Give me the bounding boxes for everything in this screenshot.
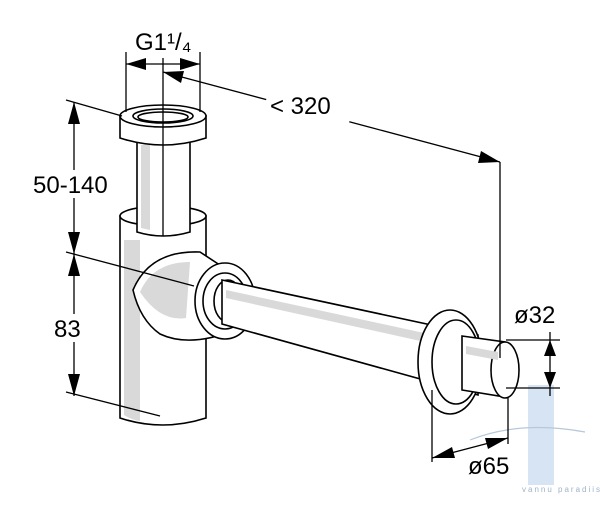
pipe-diameter-label: ø32	[514, 302, 555, 329]
bottle-shade	[124, 240, 140, 421]
rosette-arrow-right	[485, 438, 508, 449]
lower-ext-bottom	[65, 391, 161, 417]
pipe-end-shade	[466, 346, 498, 360]
outlet-elbow-shade	[140, 262, 190, 319]
pipe-shade	[226, 290, 470, 352]
rosette-arrow-left	[432, 447, 455, 458]
thread-label: G1¹/₄	[135, 29, 191, 56]
watermark-text: vannu paradiis	[522, 485, 600, 494]
watermark-swoosh	[469, 426, 586, 441]
height-ext-mid	[65, 251, 195, 287]
thread-arrow-right	[180, 58, 200, 70]
lower-arrow-bottom	[68, 374, 80, 396]
siphon-body	[119, 104, 256, 426]
lower-arrow-top	[68, 254, 80, 276]
dimension-labels: G1¹/₄ < 320 50-140 83 ø32 ø65	[33, 28, 555, 480]
watermark-bar	[528, 385, 554, 485]
thread-arrow-left	[126, 58, 146, 70]
height-range-label: 50-140	[33, 172, 108, 199]
dimension-lines	[65, 52, 560, 462]
dip-tube-shade	[141, 145, 150, 230]
height-ext-top	[65, 99, 123, 117]
rosette-diameter-label: ø65	[468, 453, 509, 480]
length-arrow-start	[163, 71, 184, 83]
height-lower-label: 83	[54, 316, 81, 343]
height-arrow-bottom	[68, 232, 80, 254]
pipe-arrow-bottom	[544, 372, 556, 388]
length-label: < 320	[270, 93, 331, 120]
drain-pipe	[221, 279, 520, 415]
length-arrow-end	[478, 151, 500, 163]
watermark: vannu paradiis	[469, 385, 600, 494]
height-arrow-top	[68, 102, 80, 124]
pipe-end-face	[490, 341, 520, 399]
pipe-arrow-top	[544, 340, 556, 356]
